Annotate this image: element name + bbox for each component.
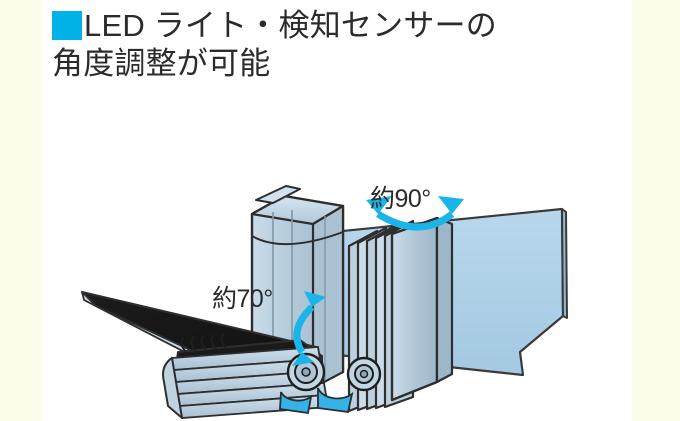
pivot-joint-left-inner (294, 360, 318, 384)
angle-70-arrow-icon (292, 291, 326, 366)
angle-90-arrowhead-right (438, 196, 464, 214)
pivot-joint-left-hub (301, 367, 311, 377)
sensor-solar-unit (81, 185, 568, 419)
fin-1 (170, 346, 322, 371)
led-head-top-dark (175, 339, 323, 381)
detection-sensor-dome (317, 387, 354, 414)
body-top-tab (255, 185, 301, 204)
hinge-fin-4 (374, 222, 406, 410)
angle-90-label: 約90° (370, 185, 431, 213)
left-margin-strip (0, 0, 43, 421)
pivot-joint-right-hub (359, 369, 369, 379)
pivot-joint-left-outer (286, 352, 326, 392)
cyan-square-bullet-icon (52, 11, 82, 40)
fin-2 (172, 358, 324, 383)
led-head-top-coils (180, 333, 227, 353)
pivot-joints (286, 352, 382, 392)
solar-panel-face (281, 207, 565, 377)
led-head-left-cap (162, 357, 183, 419)
angle-70-arc (293, 304, 315, 354)
black-panel-face (81, 291, 317, 391)
hinge-fin-5 (383, 219, 415, 409)
pivot-joint-right-outer (346, 356, 382, 392)
panel-mount-side (435, 216, 454, 384)
page-title: LED ライト・検知センサーの 角度調整が可能 (52, 6, 632, 84)
solar-panel-right (281, 207, 568, 377)
body-top-face (250, 194, 345, 226)
hinge-fin-3 (365, 224, 397, 411)
angle-70-arrowhead-down (292, 352, 314, 366)
fin-4 (176, 382, 328, 407)
pivot-joint-right-inner (354, 364, 374, 384)
solar-panel-left-black (81, 291, 317, 395)
led-heatsink-fins (170, 346, 330, 419)
page-title-line-2: 角度調整が可能 (52, 46, 271, 81)
hinge-fin-1 (347, 229, 379, 413)
angle-70-label: 約70° (212, 285, 273, 313)
angle-70-arrowhead-up (304, 291, 326, 307)
body-top-groove (251, 231, 344, 245)
fin-3 (174, 370, 326, 395)
hinge-fin-2 (356, 226, 388, 412)
body-right-face (311, 204, 345, 390)
page-title-line-1: LED ライト・検知センサーの (84, 8, 497, 43)
fin-5 (178, 394, 330, 419)
solar-panel-edge (561, 208, 568, 319)
sensor-hinge-fins (347, 216, 454, 413)
panel-mount-front (390, 216, 439, 402)
led-light-head (162, 333, 330, 419)
angle-90-arc (376, 211, 455, 231)
detection-sensor-dome-2 (279, 391, 313, 415)
right-margin-strip (632, 0, 680, 421)
